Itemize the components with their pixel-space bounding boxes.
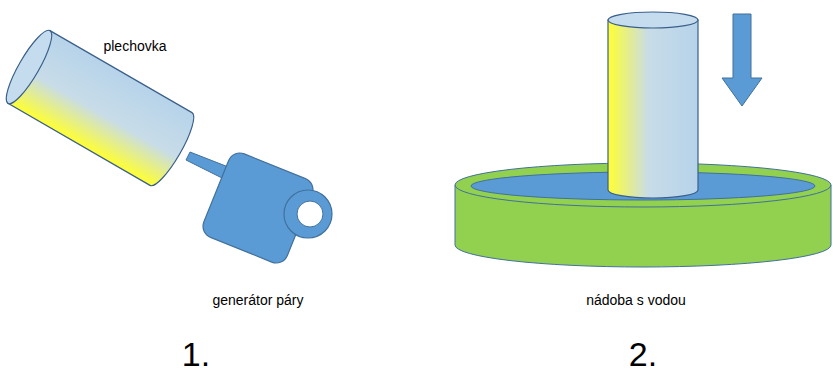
part-name: nádoba s vodou bbox=[586, 292, 686, 309]
part-name: plechovka bbox=[103, 38, 166, 55]
step-number: 2. bbox=[629, 334, 657, 375]
part-name: generátor páry bbox=[212, 292, 303, 309]
steam-generator bbox=[186, 149, 332, 266]
can-upright bbox=[608, 12, 698, 198]
step-number: 1. bbox=[182, 334, 210, 375]
can-tilted bbox=[0, 26, 201, 191]
down-arrow bbox=[722, 14, 762, 106]
